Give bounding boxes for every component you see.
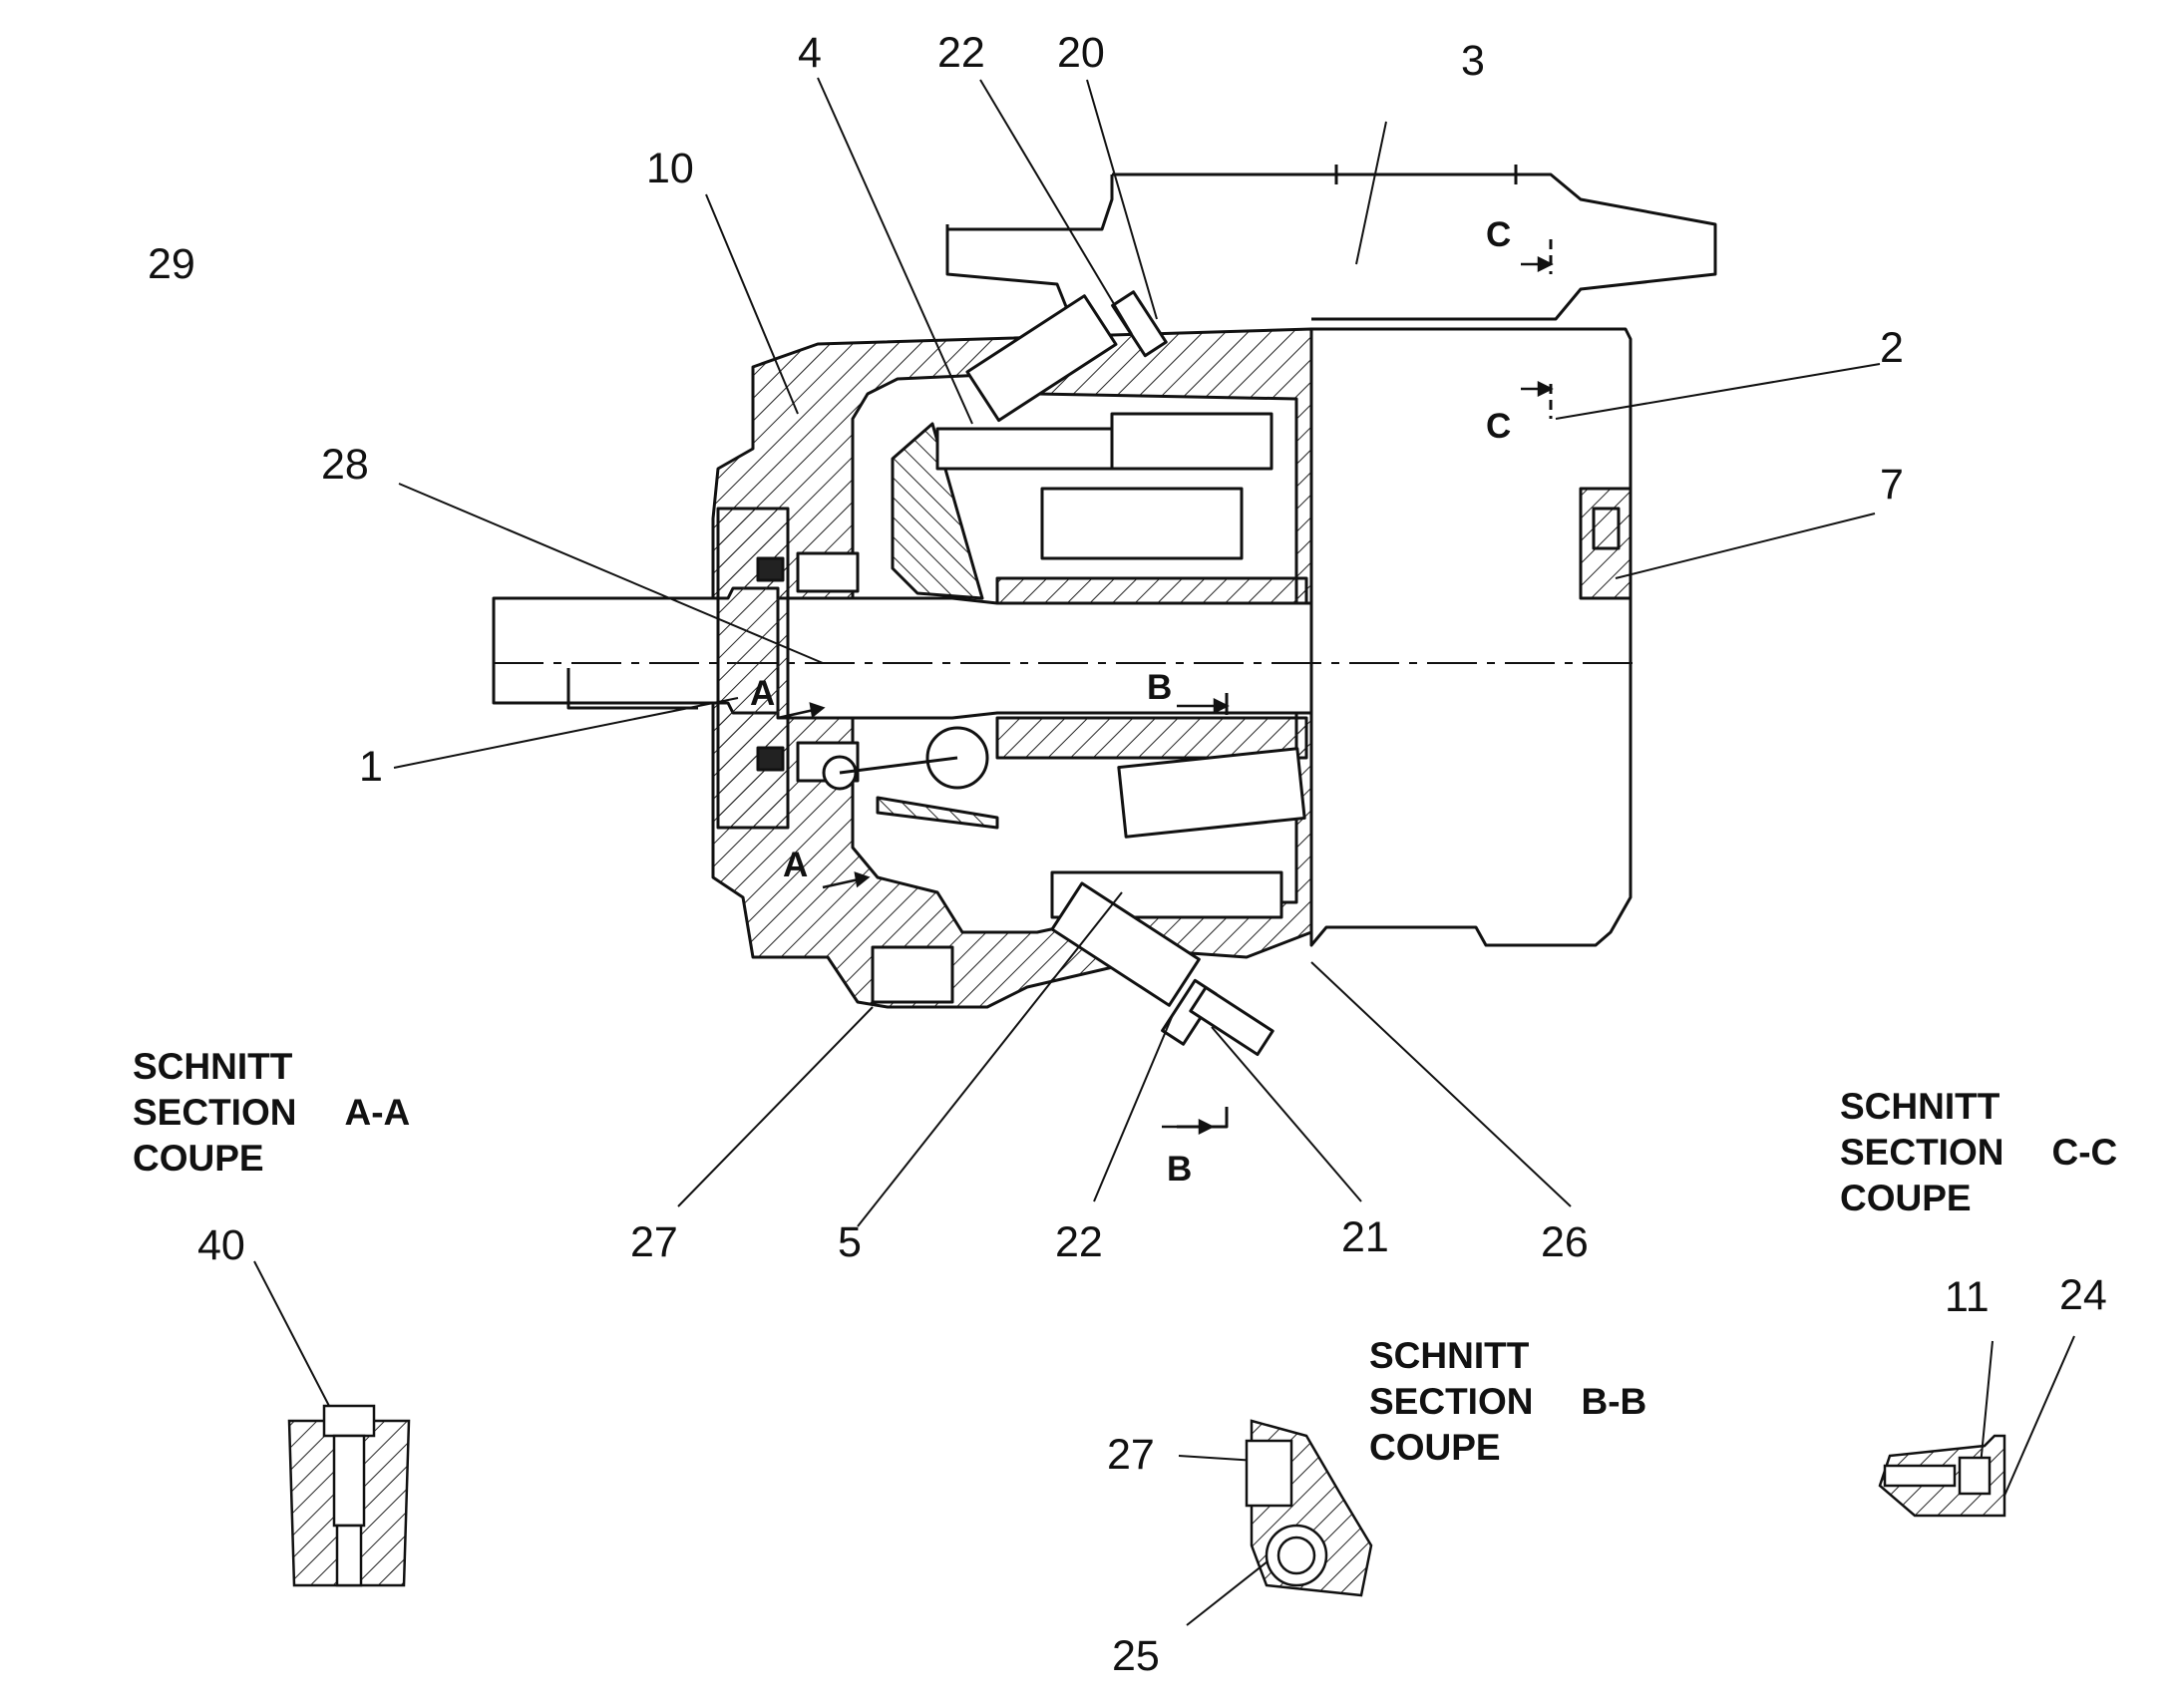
section-mark-c-lower: C	[1486, 407, 1512, 446]
part-label-22-top: 22	[937, 29, 985, 77]
part-label-21: 21	[1341, 1213, 1389, 1261]
part-label-27-main: 27	[630, 1218, 678, 1266]
part-label-3: 3	[1461, 37, 1485, 85]
part-label-22-bottom: 22	[1055, 1218, 1103, 1266]
part-label-7: 7	[1880, 461, 1904, 509]
section-id-bb: B-B	[1581, 1381, 1647, 1422]
detail-section-bb	[1245, 1419, 1373, 1597]
part-label-40: 40	[197, 1221, 245, 1269]
section-id-aa: A-A	[344, 1092, 411, 1133]
part-label-25: 25	[1112, 1632, 1160, 1680]
piston-upper	[1040, 487, 1244, 560]
top-port-block	[1112, 172, 1717, 321]
part-label-28: 28	[321, 441, 369, 489]
part-label-1: 1	[359, 743, 383, 791]
part-label-5: 5	[838, 1218, 862, 1266]
detail-section-aa	[287, 1404, 411, 1587]
part-label-27-detail: 27	[1107, 1431, 1155, 1479]
section-mark-a-upper: A	[750, 674, 776, 713]
section-mark-c-upper: C	[1486, 215, 1512, 254]
section-mark-a-lower: A	[783, 846, 809, 884]
part-label-11: 11	[1945, 1273, 1990, 1321]
section-id-cc: C-C	[2051, 1132, 2118, 1173]
swash-plate	[891, 422, 984, 600]
drain-plug	[871, 945, 954, 1004]
part-label-26: 26	[1541, 1218, 1589, 1266]
section-mark-b-upper: B	[1147, 668, 1173, 707]
part-label-2: 2	[1880, 324, 1904, 372]
part-label-10: 10	[646, 145, 694, 192]
section-mark-b-lower: B	[1167, 1150, 1193, 1189]
part-label-29: 29	[148, 240, 195, 288]
part-label-4: 4	[798, 29, 822, 77]
part-label-24: 24	[2059, 1271, 2107, 1319]
part-label-20: 20	[1057, 29, 1105, 77]
piston-lower	[1117, 747, 1306, 839]
detail-section-cc	[1878, 1434, 2006, 1518]
port-plate-outline	[1309, 327, 1633, 947]
